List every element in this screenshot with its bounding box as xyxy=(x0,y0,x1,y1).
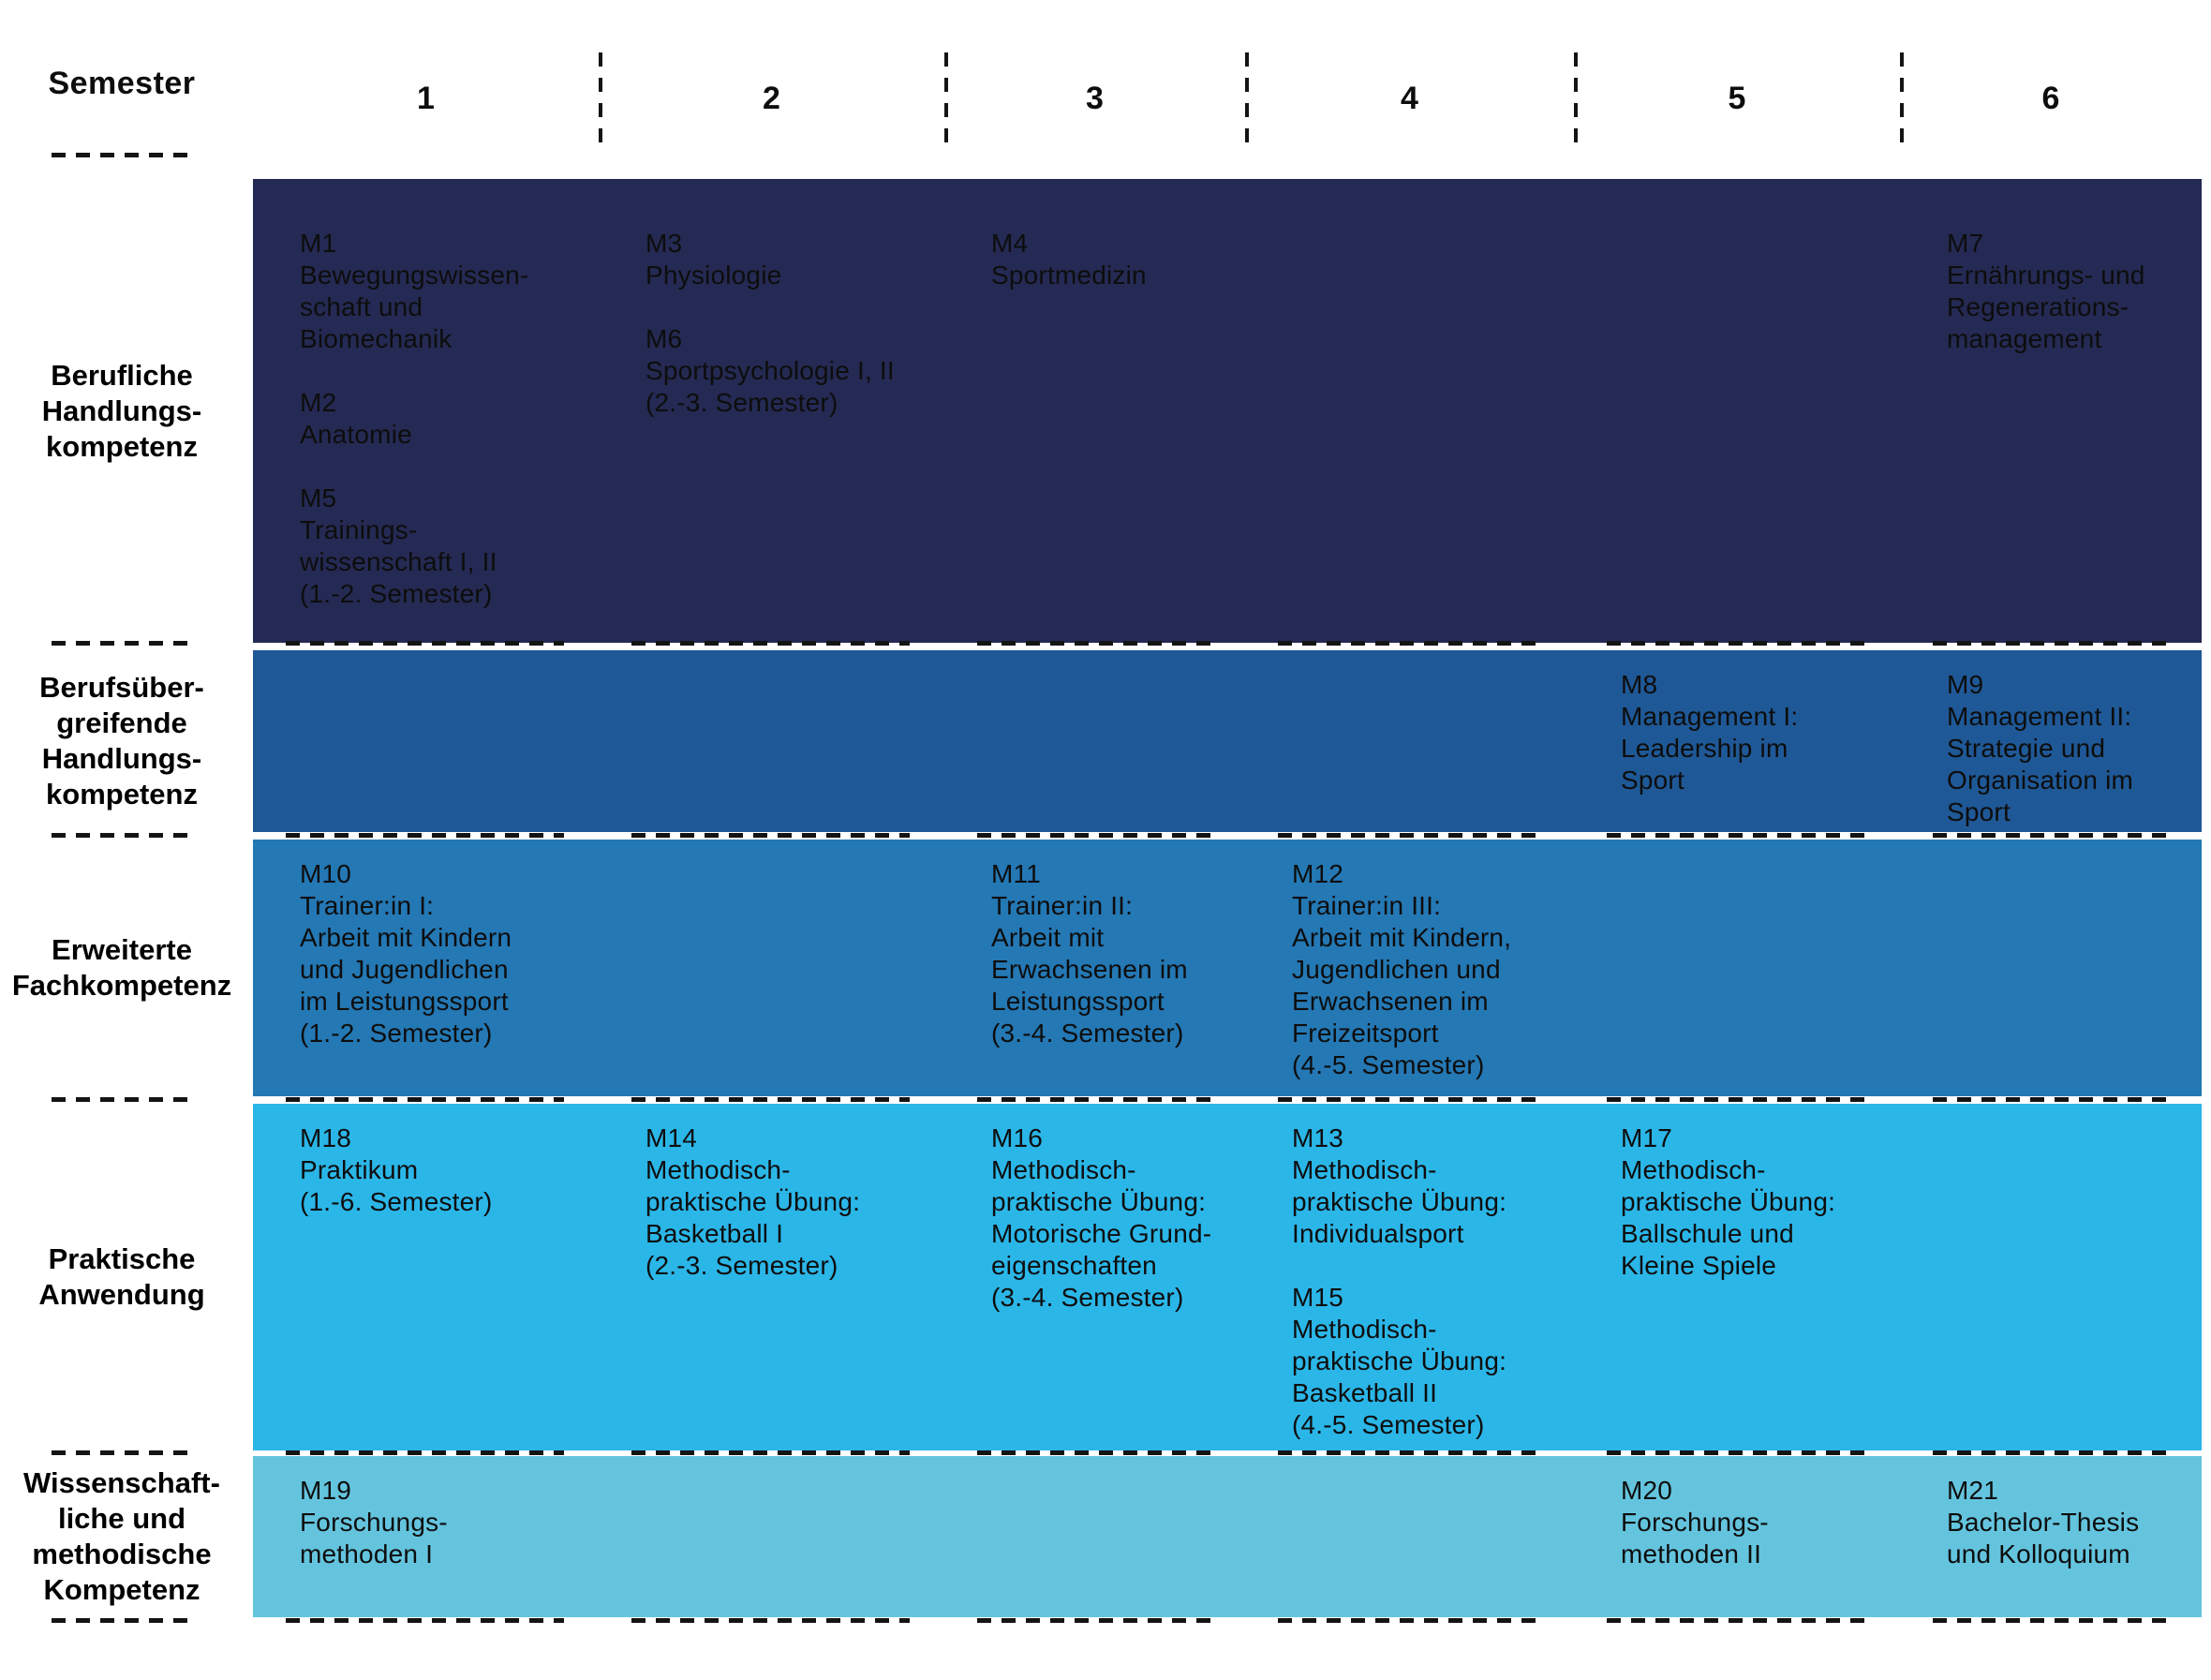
row-berufliche-handlungskompetenz: M1 Bewegungswissen- schaft und Biomechan… xyxy=(253,179,2202,643)
label-column-dash xyxy=(52,1618,194,1623)
row-boundary-dash xyxy=(977,641,1210,646)
cell-r4-s5: M17 Methodisch- praktische Übung: Ballsc… xyxy=(1574,1104,1900,1450)
row-boundary-dash xyxy=(286,1450,564,1455)
module-m12: M12 Trainer:in III: Arbeit mit Kindern, … xyxy=(1292,859,1512,1079)
cell-r1-s2: M3 Physiologie M6 Sportpsychologie I, II… xyxy=(599,179,944,643)
row-boundary-dash xyxy=(1933,833,2167,838)
module-m18: M18 Praktikum (1.-6. Semester) xyxy=(300,1123,493,1216)
row-boundary-dash xyxy=(977,1450,1210,1455)
row-wissenschaftliche-methodische-kompetenz: M19 Forschungs- methoden I M20 Forschung… xyxy=(253,1456,2202,1617)
row-boundary-dash xyxy=(1933,1097,2167,1102)
cell-r4-s3: M16 Methodisch- praktische Übung: Motori… xyxy=(944,1104,1245,1450)
module-m5: M5 Trainings- wissenschaft I, II (1.-2. … xyxy=(300,483,497,608)
semester-column-4: 4 xyxy=(1401,81,1418,116)
label-berufsuebergreifende-handlungskompetenz: Berufsüber- greifende Handlungs- kompete… xyxy=(39,671,204,810)
module-m2: M2 Anatomie xyxy=(300,388,412,449)
row-boundary-dash xyxy=(631,1450,910,1455)
cell-r1-s1: M1 Bewegungswissen- schaft und Biomechan… xyxy=(253,179,599,643)
module-m8: M8 Management I: Leadership im Sport xyxy=(1621,670,1799,795)
module-m19: M19 Forschungs- methoden I xyxy=(300,1476,448,1568)
module-m13: M13 Methodisch- praktische Übung: Indivi… xyxy=(1292,1123,1507,1248)
row-boundary-dash xyxy=(1933,641,2167,646)
module-m1: M1 Bewegungswissen- schaft und Biomechan… xyxy=(300,229,529,353)
semester-column-2: 2 xyxy=(763,81,780,116)
cell-r2-s5: M8 Management I: Leadership im Sport xyxy=(1574,650,1900,832)
cell-r5-s5: M20 Forschungs- methoden II xyxy=(1574,1456,1900,1617)
cell-r3-s3: M11 Trainer:in II: Arbeit mit Erwachsene… xyxy=(944,840,1245,1096)
module-m4: M4 Sportmedizin xyxy=(991,229,1147,290)
module-m20: M20 Forschungs- methoden II xyxy=(1621,1476,1769,1568)
row-boundary-dash xyxy=(286,641,564,646)
label-praktische-anwendung: Praktische Anwendung xyxy=(38,1242,205,1311)
module-m6: M6 Sportpsychologie I, II (2.-3. Semeste… xyxy=(645,324,895,417)
module-m16: M16 Methodisch- praktische Übung: Motori… xyxy=(991,1123,1212,1312)
label-column-dash xyxy=(52,833,194,838)
row-boundary-dash xyxy=(1607,1097,1865,1102)
label-berufliche-handlungskompetenz: Berufliche Handlungs- kompetenz xyxy=(41,358,202,463)
row-boundary-dash xyxy=(631,1618,910,1623)
row-boundary-dash xyxy=(1278,641,1539,646)
cell-r4-s1: M18 Praktikum (1.-6. Semester) xyxy=(253,1104,599,1450)
row-boundary-dash xyxy=(1933,1450,2167,1455)
row-boundary-dash xyxy=(977,1097,1210,1102)
row-berufsuebergreifende-handlungskompetenz: M8 Management I: Leadership im Sport M9 … xyxy=(253,650,2202,832)
row-boundary-dash xyxy=(977,1618,1210,1623)
row-boundary-dash xyxy=(1607,1450,1865,1455)
module-m17: M17 Methodisch- praktische Übung: Ballsc… xyxy=(1621,1123,1836,1280)
label-erweiterte-fachkompetenz: Erweiterte Fachkompetenz xyxy=(11,933,232,1002)
module-m10: M10 Trainer:in I: Arbeit mit Kindern und… xyxy=(300,859,512,1048)
header-column-separator xyxy=(1900,52,1904,150)
row-boundary-dash xyxy=(1278,1618,1539,1623)
semester-column-6: 6 xyxy=(2041,81,2060,116)
row-boundary-dash xyxy=(631,641,910,646)
module-m3: M3 Physiologie xyxy=(645,229,782,290)
row-boundary-dash xyxy=(1278,833,1539,838)
label-column-dash xyxy=(52,641,194,646)
header-column-separator xyxy=(599,52,602,150)
row-boundary-dash xyxy=(1607,833,1865,838)
row-erweiterte-fachkompetenz: M10 Trainer:in I: Arbeit mit Kindern und… xyxy=(253,840,2202,1096)
cell-r2-s6: M9 Management II: Strategie und Organisa… xyxy=(1900,650,2202,832)
semester-column-5: 5 xyxy=(1728,81,1746,116)
label-column-dash xyxy=(52,1450,194,1455)
semester-heading: Semester xyxy=(48,66,196,101)
semester-column-3: 3 xyxy=(1086,81,1104,116)
cell-r3-s1: M10 Trainer:in I: Arbeit mit Kindern und… xyxy=(253,840,599,1096)
cell-r5-s1: M19 Forschungs- methoden I xyxy=(253,1456,599,1617)
label-column-dash xyxy=(52,153,194,157)
module-m11: M11 Trainer:in II: Arbeit mit Erwachsene… xyxy=(991,859,1188,1048)
cell-r4-s4: M13 Methodisch- praktische Übung: Indivi… xyxy=(1245,1104,1574,1450)
header-column-separator xyxy=(1574,52,1578,150)
row-boundary-dash xyxy=(631,1097,910,1102)
label-column-dash xyxy=(52,1097,194,1102)
cell-r1-s6: M7 Ernährungs- und Regenerations- manage… xyxy=(1900,179,2202,643)
cell-r1-s3: M4 Sportmedizin xyxy=(944,179,1245,643)
semester-column-1: 1 xyxy=(417,81,435,116)
module-m9: M9 Management II: Strategie und Organisa… xyxy=(1947,670,2134,826)
row-boundary-dash xyxy=(1933,1618,2167,1623)
module-m15: M15 Methodisch- praktische Übung: Basket… xyxy=(1292,1283,1507,1439)
row-praktische-anwendung: M18 Praktikum (1.-6. Semester) M14 Metho… xyxy=(253,1104,2202,1450)
cell-r5-s6: M21 Bachelor-Thesis und Kolloquium xyxy=(1900,1456,2202,1617)
module-m21: M21 Bachelor-Thesis und Kolloquium xyxy=(1947,1476,2140,1568)
row-boundary-dash xyxy=(1278,1097,1539,1102)
module-m14: M14 Methodisch- praktische Übung: Basket… xyxy=(645,1123,861,1280)
label-wissenschaftliche-methodische-kompetenz: Wissenschaft- liche und methodische Komp… xyxy=(23,1466,220,1606)
row-boundary-dash xyxy=(1607,1618,1865,1623)
module-m7: M7 Ernährungs- und Regenerations- manage… xyxy=(1947,229,2145,353)
row-boundary-dash xyxy=(286,833,564,838)
row-boundary-dash xyxy=(1278,1450,1539,1455)
header-column-separator xyxy=(1245,52,1249,150)
row-boundary-dash xyxy=(631,833,910,838)
row-boundary-dash xyxy=(1607,641,1865,646)
row-boundary-dash xyxy=(286,1097,564,1102)
cell-r3-s4: M12 Trainer:in III: Arbeit mit Kindern, … xyxy=(1245,840,1574,1096)
row-boundary-dash xyxy=(286,1618,564,1623)
row-boundary-dash xyxy=(977,833,1210,838)
header-column-separator xyxy=(944,52,948,150)
cell-r4-s2: M14 Methodisch- praktische Übung: Basket… xyxy=(599,1104,944,1450)
